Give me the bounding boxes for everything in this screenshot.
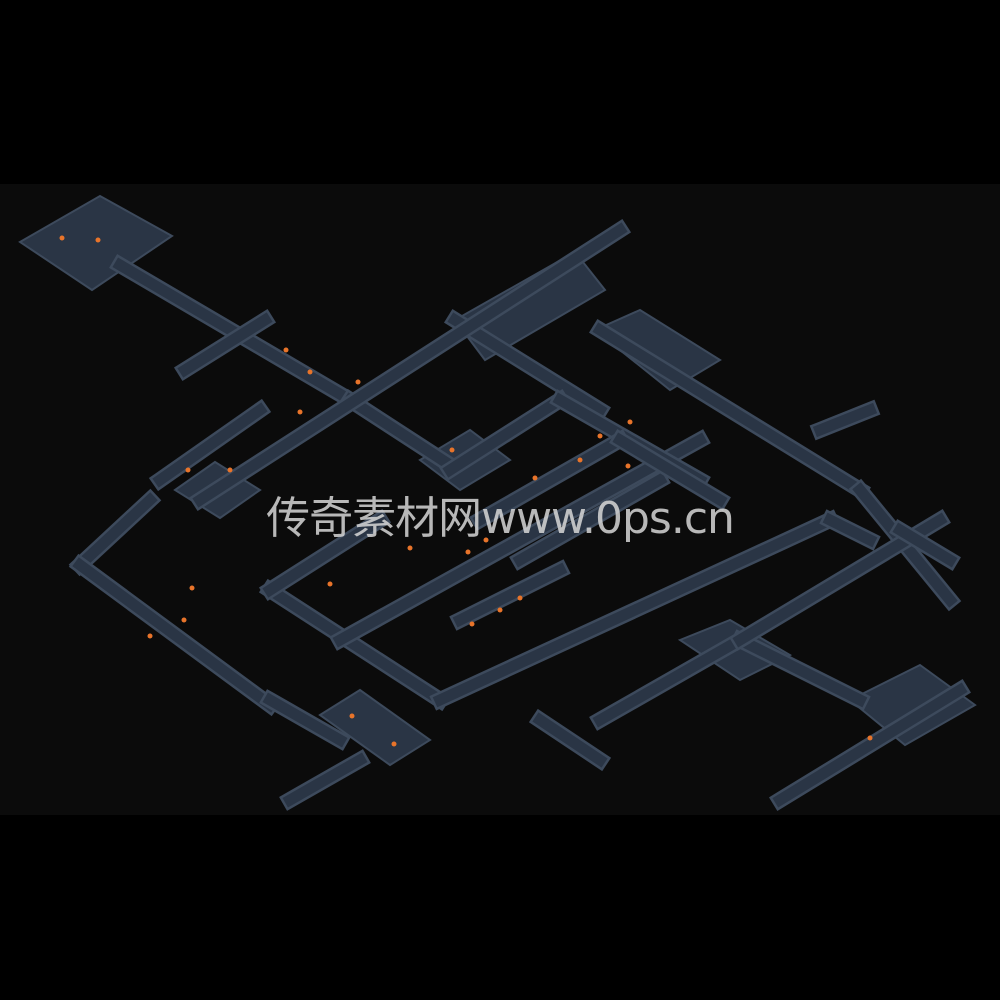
dungeon-corridor <box>612 432 728 508</box>
dungeon-room <box>848 663 977 747</box>
dungeon-corridor <box>192 222 628 508</box>
torch-icon <box>577 457 583 463</box>
torch-icon <box>407 545 413 551</box>
torch-icon <box>59 235 65 241</box>
dungeon-map[interactable] <box>0 184 1000 815</box>
torch-icon <box>483 537 489 543</box>
dungeon-room <box>18 194 174 292</box>
torch-icon <box>497 607 503 613</box>
dungeon-corridor <box>432 512 838 708</box>
torch-icon <box>469 621 475 627</box>
torch-icon <box>283 347 289 353</box>
dungeon-corridor <box>342 392 458 473</box>
dungeon-corridor <box>177 312 273 378</box>
dungeon-corridor <box>72 492 158 573</box>
torch-icon <box>189 585 195 591</box>
dungeon-corridor <box>282 752 368 808</box>
torch-icon <box>627 419 633 425</box>
dungeon-corridor <box>822 512 878 548</box>
torch-icon <box>391 741 397 747</box>
torch-icon <box>185 467 191 473</box>
dungeon-corridor <box>332 432 708 648</box>
torch-icon <box>327 581 333 587</box>
dungeon-corridor <box>447 312 608 418</box>
torch-icon <box>355 379 361 385</box>
torch-icon <box>227 467 233 473</box>
torch-icon <box>307 369 313 375</box>
torch-icon <box>625 463 631 469</box>
torch-icon <box>95 237 101 243</box>
torch-icon <box>297 409 303 415</box>
dungeon-corridor <box>262 512 388 598</box>
torch-icon <box>465 549 471 555</box>
dungeon-corridor <box>472 432 628 528</box>
torch-icon <box>349 713 355 719</box>
dungeon-corridor <box>262 692 348 748</box>
dungeon-corridor <box>592 322 868 498</box>
torch-icon <box>517 595 523 601</box>
dungeon-corridor <box>892 522 958 568</box>
dungeon-corridor <box>512 472 668 568</box>
dungeon-room <box>318 688 432 767</box>
dungeon-corridor <box>262 582 448 708</box>
dungeon-corridor <box>772 682 968 808</box>
dungeon-corridor <box>592 632 748 728</box>
torch-icon <box>532 475 538 481</box>
dungeon-corridor <box>442 392 568 478</box>
dungeon-room <box>453 250 607 362</box>
dungeon-corridor <box>732 632 868 708</box>
dungeon-corridor <box>72 557 278 713</box>
dungeon-corridor <box>452 562 568 628</box>
dungeon-corridor <box>812 402 878 438</box>
torch-icon <box>867 735 873 741</box>
dungeon-corridor <box>532 712 608 768</box>
dungeon-corridor <box>152 402 268 488</box>
torch-icon <box>181 617 187 623</box>
torch-icon <box>449 447 455 453</box>
torch-icon <box>597 433 603 439</box>
torch-icon <box>147 633 153 639</box>
watermark: 传奇素材网www.0ps.cn <box>266 493 735 544</box>
dungeon-room <box>593 308 722 392</box>
